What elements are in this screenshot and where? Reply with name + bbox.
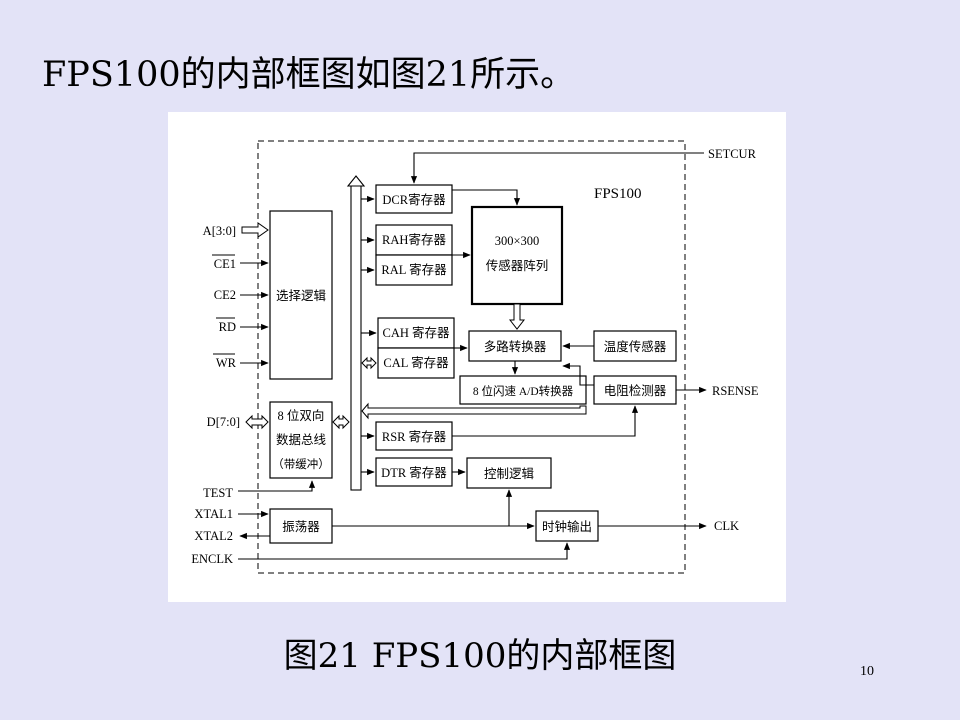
signal-wr-label: WR [216, 356, 237, 370]
internal-bus [350, 183, 362, 491]
resistor-to-mux-wire [562, 362, 594, 386]
sensor-array-line1: 300×300 [495, 234, 540, 248]
internal-bus-top-arrow [346, 175, 366, 187]
select-logic-block [269, 210, 333, 380]
cah-register-block [377, 317, 455, 349]
cal-register-block [377, 347, 455, 379]
signal-a30-label: A[3:0] [203, 224, 236, 238]
cah-register-label: CAH 寄存器 [382, 325, 450, 340]
control-logic-block [466, 457, 552, 489]
oscillator-block [269, 508, 333, 544]
rah-register-label: RAH寄存器 [382, 232, 446, 247]
dcr-register-block [375, 184, 453, 214]
block-diagram: FPS100 选择逻辑 8 位双向 数据总线 （带缓冲） DCR寄存器 RAH寄… [191, 140, 759, 574]
multiplexer-label: 多路转换器 [484, 339, 547, 354]
bidirectional-bus-block [269, 401, 333, 479]
cal-bidirectional-arrow [361, 356, 377, 370]
oscillator-label: 振荡器 [282, 520, 320, 534]
chip-boundary [257, 140, 686, 574]
dcr-to-sensor-wire [452, 189, 521, 206]
figure-caption: 图21 FPS100的内部框图 [283, 636, 677, 676]
resistor-detector-label: 电阻检测器 [604, 383, 667, 398]
signal-ce2-label: CE2 [214, 288, 236, 302]
temperature-sensor-block [593, 330, 677, 362]
sensor-to-mux-arrow [508, 303, 526, 330]
rah-register-block [375, 224, 453, 256]
d70-bus-arrow [245, 414, 269, 430]
resistor-detector-block [593, 375, 677, 405]
rsr-register-block [375, 421, 453, 451]
block-diagram-panel: FPS100 选择逻辑 8 位双向 数据总线 （带缓冲） DCR寄存器 RAH寄… [168, 112, 786, 602]
test-wire [238, 480, 316, 492]
setcur-wire [410, 152, 704, 184]
signal-setcur-label: SETCUR [708, 147, 757, 161]
adc-block [459, 375, 587, 405]
clock-output-label: 时钟输出 [542, 519, 592, 534]
signal-enclk-label: ENCLK [191, 552, 233, 566]
slide-title: FPS100的内部框图如图21所示。 [42, 55, 576, 95]
buffer-to-bus-arrow [332, 414, 350, 430]
page-number: 10 [860, 664, 874, 679]
ral-register-block [375, 254, 453, 286]
sensor-array-block [470, 205, 564, 306]
control-logic-label: 控制逻辑 [484, 467, 534, 481]
enclk-wire [238, 542, 571, 560]
bus-block-line3: （带缓冲） [272, 457, 330, 471]
select-logic-label: 选择逻辑 [276, 289, 326, 303]
signal-rd-label: RD [219, 320, 236, 334]
signal-rsense-label: RSENSE [712, 384, 759, 398]
dcr-register-label: DCR寄存器 [382, 192, 446, 207]
signal-clk-label: CLK [714, 519, 739, 533]
ral-register-label: RAL 寄存器 [381, 262, 447, 277]
dtr-register-block [375, 457, 453, 487]
a30-bus-arrow [241, 222, 269, 238]
adc-to-bus-arrow [361, 402, 587, 420]
clock-output-block [535, 510, 599, 542]
signal-test-label: TEST [203, 486, 233, 500]
signal-xtal2-label: XTAL2 [194, 529, 233, 543]
signal-d70-label: D[7:0] [207, 415, 240, 429]
cal-register-label: CAL 寄存器 [383, 355, 449, 370]
bus-block-line2: 数据总线 [276, 432, 327, 447]
rsr-to-resistor-wire [452, 405, 639, 437]
sensor-array-line2: 传感器阵列 [486, 258, 549, 273]
chip-name-label: FPS100 [594, 186, 642, 202]
adc-label: 8 位闪速 A/D转换器 [473, 384, 574, 398]
signal-xtal1-label: XTAL1 [194, 507, 233, 521]
bus-block-line1: 8 位双向 [278, 408, 325, 423]
signal-ce1-label: CE1 [214, 257, 236, 271]
dtr-register-label: DTR 寄存器 [381, 465, 447, 480]
temperature-sensor-label: 温度传感器 [604, 339, 667, 354]
rsr-register-label: RSR 寄存器 [382, 429, 447, 444]
